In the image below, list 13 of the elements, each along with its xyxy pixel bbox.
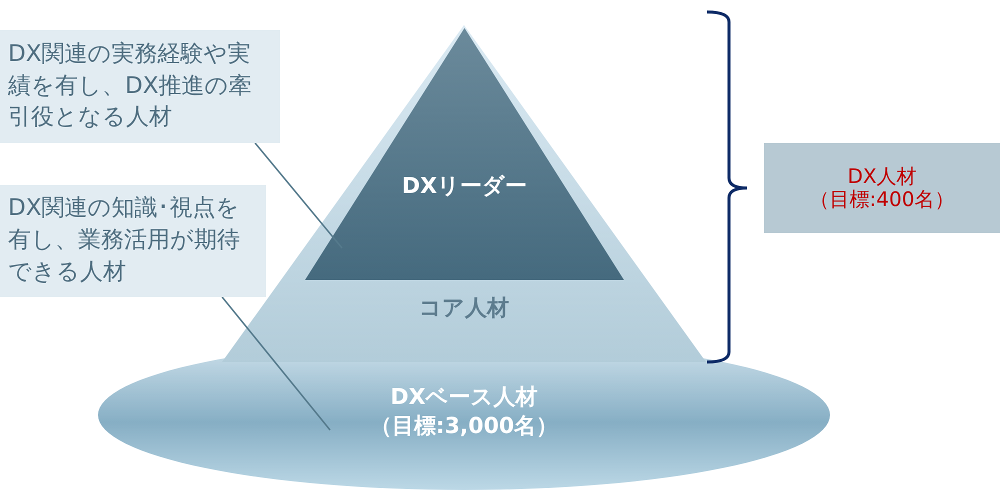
- tier-label: コア人材: [419, 295, 509, 323]
- leader-line: [254, 142, 343, 248]
- leader-line: [221, 296, 331, 430]
- callout-box: [0, 185, 266, 297]
- total-label: （目標:400名）: [810, 188, 954, 211]
- callout-box: [0, 30, 280, 143]
- tier-label: （目標:3,000名）: [370, 412, 558, 441]
- total-label: DX人材: [847, 165, 917, 188]
- description-text: DX関連の知識･視点を有し、業務活用が期待できる人材: [8, 194, 241, 287]
- tier-label: DXリーダー: [402, 173, 528, 201]
- total-box: [764, 143, 1000, 233]
- description-text: DX関連の実務経験や実績を有し、DX推進の牽引役となる人材: [8, 40, 252, 132]
- tier-label: DXベース人材: [390, 384, 538, 412]
